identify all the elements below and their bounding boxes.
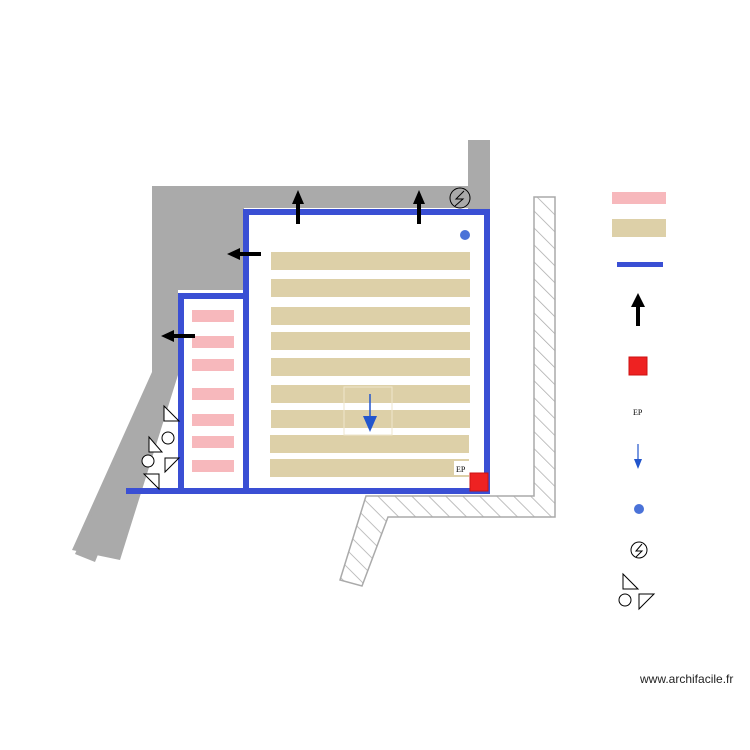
legend-flow-arrow — [634, 444, 642, 469]
legend-shapes — [618, 572, 656, 611]
legend: EP — [612, 192, 666, 611]
shapes-cluster-icon — [141, 404, 181, 491]
svg-text:EP: EP — [456, 465, 466, 474]
tan-shelves — [270, 252, 470, 477]
ep-label: EP — [454, 461, 470, 475]
pink-shelves — [192, 310, 234, 472]
electrical-icon — [449, 187, 471, 209]
hatched-wall — [339, 196, 556, 587]
exit-arrows — [161, 190, 425, 342]
shelf-1 — [271, 252, 470, 270]
exit-arrow-left-2 — [161, 330, 195, 342]
shelf-4 — [271, 332, 470, 350]
shelf-2 — [271, 279, 470, 297]
exit-arrow-up-1 — [292, 190, 304, 224]
exit-arrow-left-1 — [227, 248, 261, 260]
legend-extinguisher — [628, 356, 648, 376]
flow-arrow — [343, 386, 393, 436]
legend-blue-dot — [634, 504, 644, 514]
exit-arrow-up-2 — [413, 190, 425, 224]
gray-outer-wall — [72, 140, 490, 562]
legend-ep-label: EP — [633, 408, 643, 417]
shelf-9 — [270, 459, 469, 477]
legend-blue-wall — [617, 262, 663, 267]
legend-electrical — [630, 541, 648, 559]
blue-dot-icon — [460, 230, 470, 240]
legend-tan-shelf — [612, 219, 666, 237]
extinguisher-icon — [469, 472, 489, 492]
shelf-5 — [271, 358, 470, 376]
side-room-walls — [126, 293, 249, 494]
shelf-3 — [271, 307, 470, 325]
shelf-8 — [270, 435, 469, 453]
watermark: www.archifacile.fr — [640, 672, 734, 686]
legend-exit-arrow — [631, 293, 645, 326]
legend-pink-shelf — [612, 192, 666, 204]
